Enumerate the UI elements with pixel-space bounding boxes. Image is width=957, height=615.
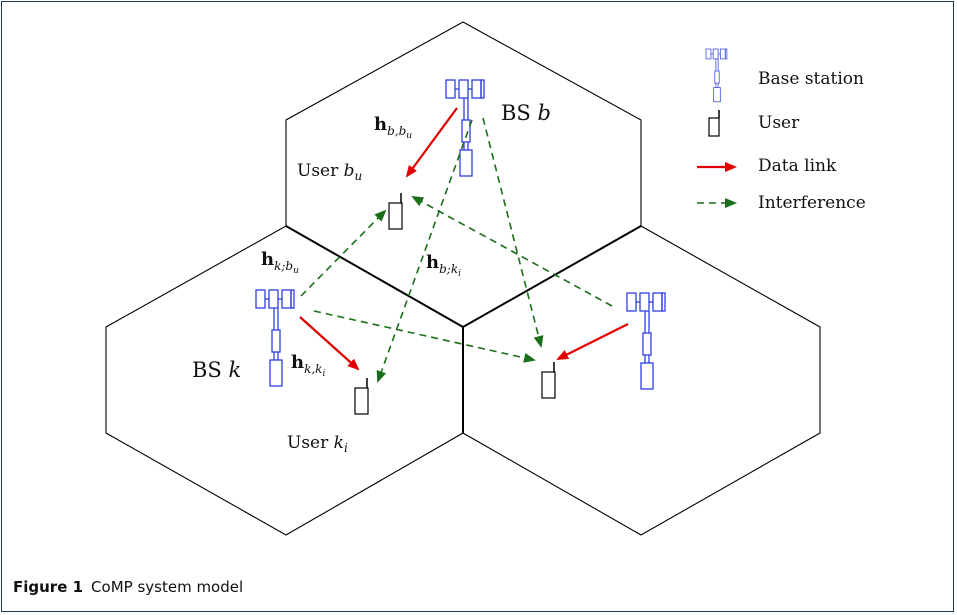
user-right-icon [541,361,556,399]
figure-caption-text: CoMP system model [91,578,244,596]
interference-links [300,117,613,383]
channel-h-b-ki-label: hb;ki [426,252,461,279]
legend-interference-label: Interference [758,193,866,213]
channel-h-b-bu-label: hb,bu [374,114,412,141]
legend-user-icon [708,110,720,137]
figure-number: Figure 1 [13,578,84,596]
data-links [299,107,629,371]
user-b-label: User bu [297,161,362,183]
base-station-k-icon [255,289,295,387]
user-b-icon [388,192,403,230]
base-station-right-icon [626,292,666,390]
user-k-icon [354,377,369,415]
user-k-label: User ki [287,433,348,455]
cells [105,21,821,536]
bs-b-label: BS b [501,101,551,125]
legend-data-link-label: Data link [758,156,837,176]
channel-h-k-ki-label: hk,ki [291,352,325,379]
channel-h-k-bu-label: hk;bu [261,249,299,276]
legend-user-label: User [758,113,800,133]
figure-caption: Figure 1 CoMP system model [13,578,243,596]
base-station-b-icon [445,79,485,177]
legend-base-station-icon [705,48,728,103]
legend-base-station-label: Base station [758,69,864,89]
legend: Base station User Data link Interference [697,48,866,213]
bs-k-label: BS k [192,358,241,382]
